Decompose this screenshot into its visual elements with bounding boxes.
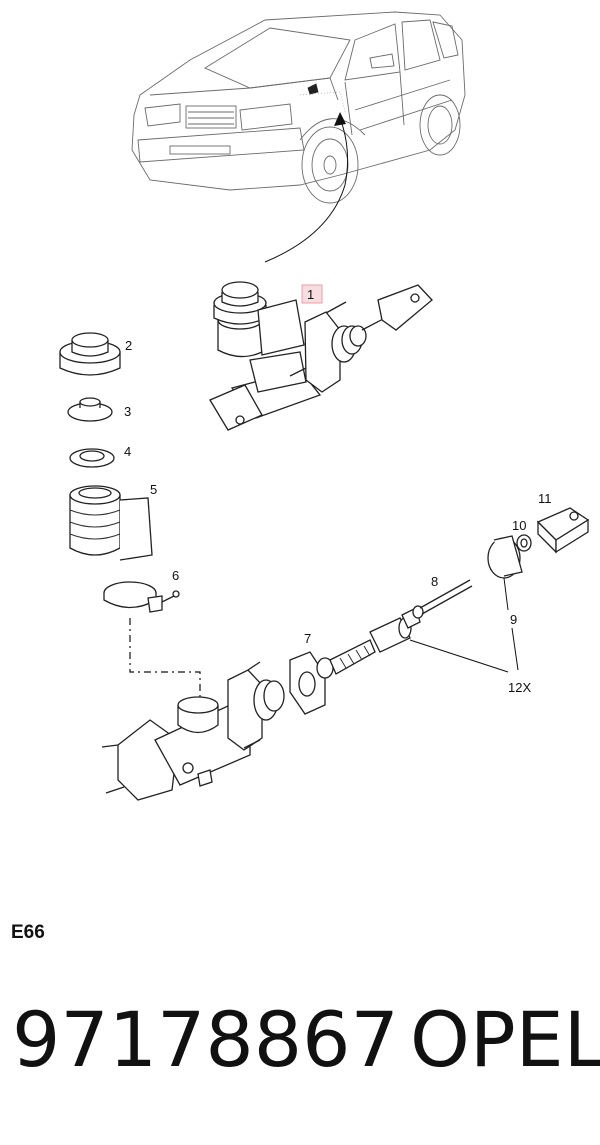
part-8-pushrod bbox=[412, 579, 473, 619]
callout-4: 4 bbox=[124, 444, 131, 459]
callout-1: 1 bbox=[307, 287, 314, 302]
part-9-boot bbox=[487, 535, 523, 579]
callout-3: 3 bbox=[124, 404, 131, 419]
part-11-clevis bbox=[536, 507, 590, 554]
master-cylinder-assembly bbox=[209, 281, 433, 431]
callout-2: 2 bbox=[125, 338, 132, 353]
location-arrow bbox=[264, 117, 349, 263]
part-2-reservoir-cap bbox=[59, 332, 121, 376]
vehicle-illustration bbox=[131, 11, 466, 204]
part-number: 97178867 bbox=[12, 995, 399, 1084]
leader-lines bbox=[409, 577, 519, 673]
callout-8: 8 bbox=[431, 574, 438, 589]
part-10-nut bbox=[516, 534, 532, 552]
location-marker-icon bbox=[307, 83, 319, 95]
callout-11: 11 bbox=[538, 491, 552, 506]
brand-name: OPEL bbox=[410, 995, 600, 1084]
exploded-parts-diagram: 1 2 3 4 5 6 7 8 9 10 11 12X bbox=[59, 11, 590, 801]
part-5-reservoir bbox=[69, 485, 153, 561]
callout-5: 5 bbox=[150, 482, 157, 497]
part-6-clamp bbox=[103, 581, 180, 613]
alignment-line bbox=[129, 618, 201, 700]
arrow-head-icon bbox=[334, 112, 346, 126]
callout-12x: 12X bbox=[508, 680, 531, 695]
callout-1-highlight bbox=[301, 284, 323, 304]
callout-7: 7 bbox=[304, 631, 311, 646]
group-code: E66 bbox=[11, 922, 45, 943]
callout-10: 10 bbox=[512, 518, 526, 533]
master-cylinder-body bbox=[101, 661, 285, 801]
part-4-seal bbox=[69, 448, 115, 468]
callout-labels: 1 2 3 4 5 6 7 8 9 10 11 12X bbox=[124, 287, 552, 695]
part-7-gasket bbox=[289, 651, 326, 715]
callout-6: 6 bbox=[172, 568, 179, 583]
piston-assembly bbox=[316, 607, 421, 679]
callout-9: 9 bbox=[510, 612, 517, 627]
part-3-diaphragm bbox=[67, 397, 113, 422]
